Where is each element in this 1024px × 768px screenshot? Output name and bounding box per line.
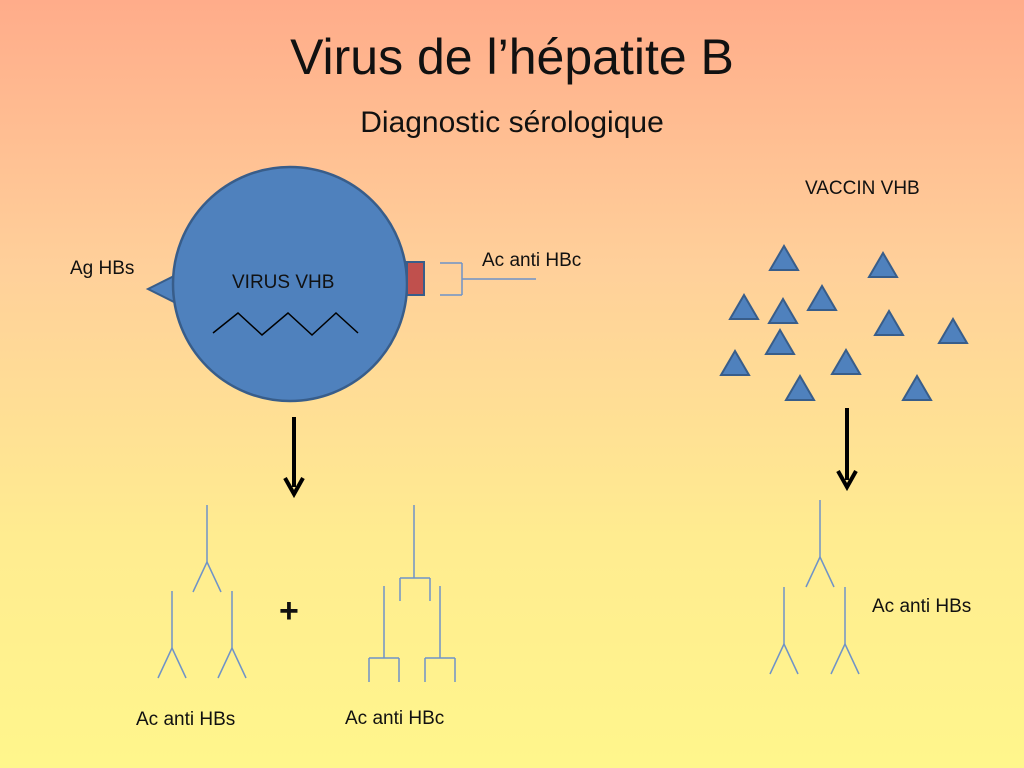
vaccine-triangle-icon xyxy=(873,309,905,336)
vaccine-triangle-icon xyxy=(767,297,799,324)
slide-title: Virus de l’hépatite B xyxy=(290,29,734,85)
vaccine-triangle-icon xyxy=(937,317,969,344)
vaccine-triangle-icon xyxy=(719,349,751,376)
viral-dna-zigzag-icon xyxy=(212,311,359,337)
vaccine-triangle-icon xyxy=(768,244,800,271)
vaccine-triangle-icon xyxy=(830,348,862,375)
vaccine-ac-anti-hbs-antibody-group xyxy=(769,500,860,675)
virus-label: VIRUS VHB xyxy=(232,272,335,293)
ac-anti-hbs-bottom-label: Ac anti HBs xyxy=(136,709,236,730)
plus-sign: + xyxy=(279,592,299,630)
vaccine-antigen-triangles xyxy=(719,244,969,401)
down-arrow-left-icon xyxy=(283,417,305,499)
vaccine-triangle-icon xyxy=(728,293,760,320)
ag-hbc-rectangle-icon xyxy=(406,261,425,296)
ac-anti-hbc-bottom-label: Ac anti HBc xyxy=(345,708,445,729)
vaccine-triangle-icon xyxy=(901,374,933,401)
ac-anti-hbc-antibody-group xyxy=(368,505,456,682)
ac-anti-hbc-top-label: Ac anti HBc xyxy=(482,250,582,271)
ag-hbs-label: Ag HBs xyxy=(70,258,135,279)
ac-anti-hbs-right-label: Ac anti HBs xyxy=(872,596,972,617)
vaccin-label: VACCIN VHB xyxy=(805,178,920,199)
vaccine-triangle-icon xyxy=(764,328,796,355)
ac-anti-hbc-bracket-top xyxy=(440,262,536,296)
slide-subtitle: Diagnostic sérologique xyxy=(360,106,664,139)
ac-anti-hbs-antibody-group xyxy=(157,505,247,679)
vaccine-triangle-icon xyxy=(867,251,899,278)
down-arrow-right-icon xyxy=(836,408,858,492)
vaccine-triangle-icon xyxy=(806,284,838,311)
vaccine-triangle-icon xyxy=(784,374,816,401)
